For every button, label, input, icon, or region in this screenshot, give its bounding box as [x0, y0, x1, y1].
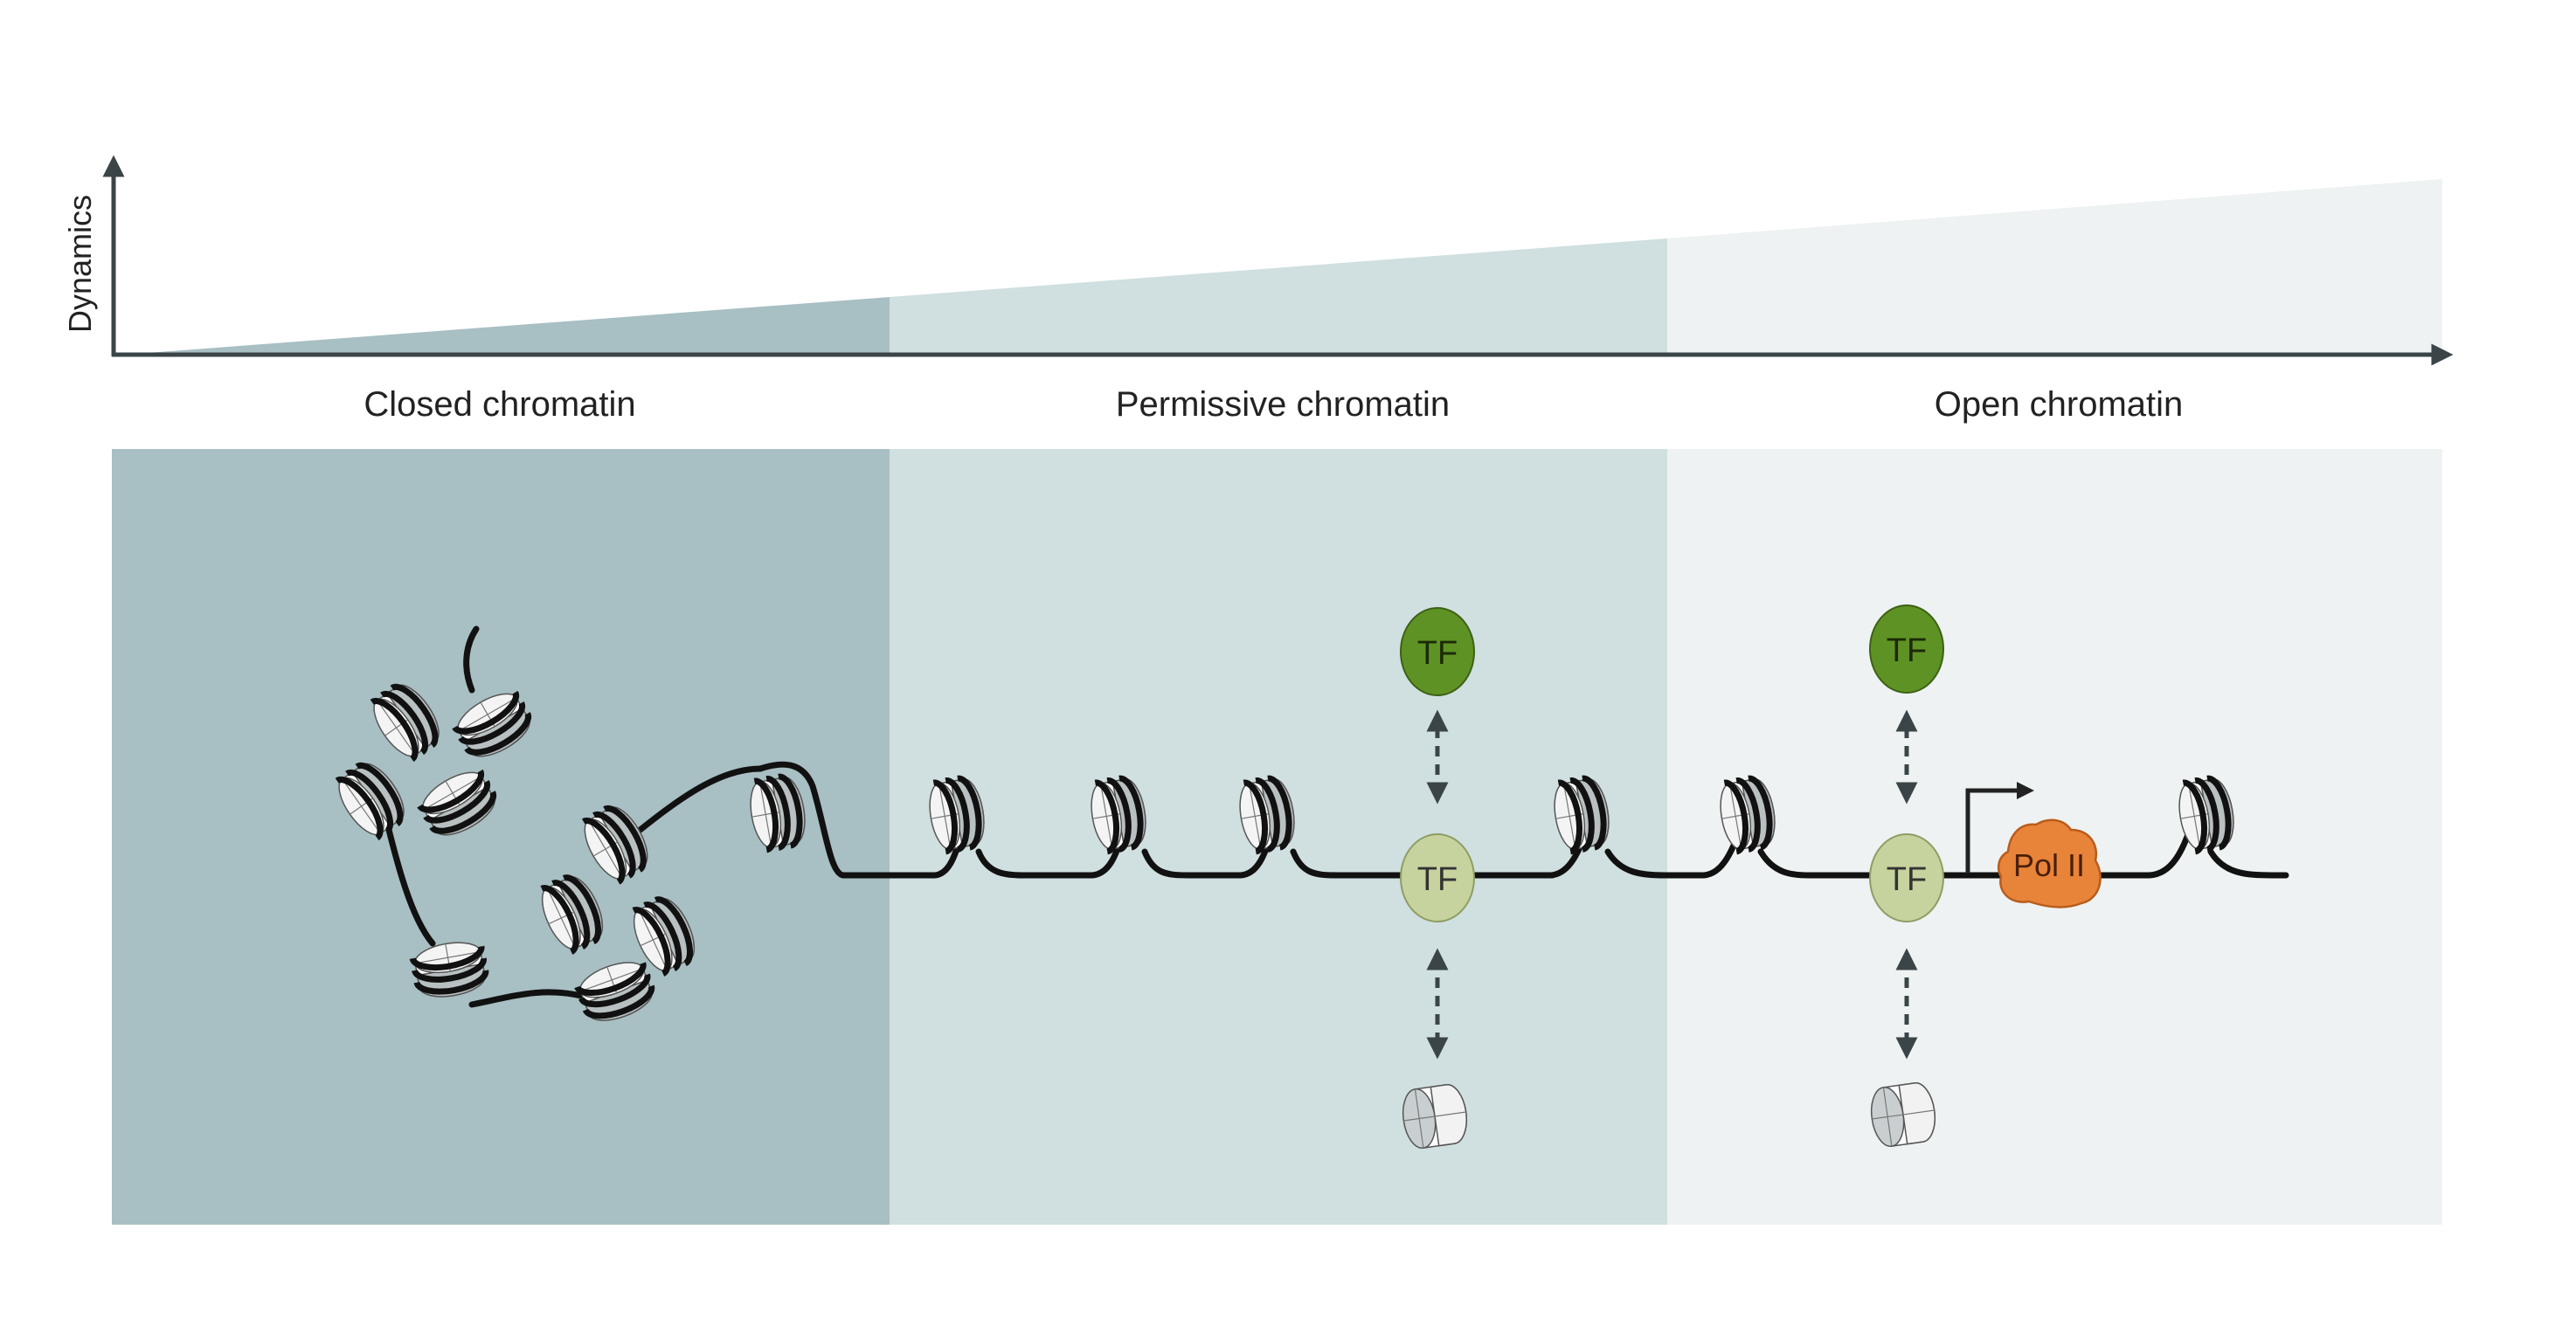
- region-label-open: Open chromatin: [1935, 385, 2184, 424]
- region-label-permissive: Permissive chromatin: [1116, 385, 1450, 424]
- region-label-closed: Closed chromatin: [364, 385, 635, 424]
- tf-free-permissive: [1400, 607, 1475, 696]
- tf-bound-open: [1869, 833, 1944, 922]
- tf-bound-open-label: TF: [1887, 861, 1927, 898]
- wedge-open: [1667, 179, 2442, 356]
- permissive-tf-exchange: TF TF: [1398, 607, 1475, 1151]
- histone-octamer-open: [1866, 1080, 1940, 1150]
- pol-ii-label: Pol II: [2013, 847, 2085, 883]
- y-axis-label: Dynamics: [62, 195, 98, 333]
- histone-octamer-permissive: [1398, 1081, 1472, 1151]
- dna-strand: [381, 625, 2289, 1008]
- wedge-permissive: [890, 238, 1667, 356]
- tf-free-permissive-label: TF: [1417, 635, 1458, 672]
- transcription-start-arrow: [1965, 782, 2034, 874]
- tf-free-open: [1869, 604, 1944, 694]
- tf-free-open-label: TF: [1887, 632, 1927, 669]
- dynamics-graph: Dynamics Closed chromatin Permissive chr…: [62, 155, 2454, 424]
- tf-bound-permissive-label: TF: [1417, 861, 1458, 898]
- pol-ii-shape: [1998, 818, 2102, 908]
- open-tf-exchange: TF TF Pol II: [1866, 604, 2102, 1150]
- tf-bound-permissive: [1400, 833, 1475, 922]
- wedge-closed: [112, 297, 890, 356]
